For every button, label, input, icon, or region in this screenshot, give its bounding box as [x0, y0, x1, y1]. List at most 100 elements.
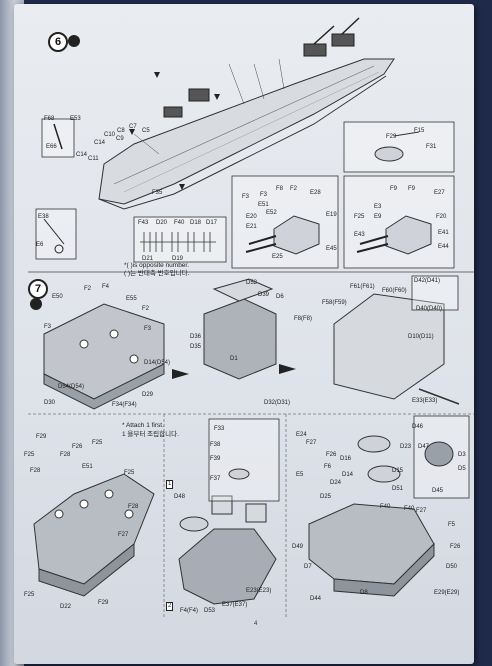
part-label: E20	[246, 214, 257, 220]
part-label: F25	[24, 592, 35, 598]
part-label: F29	[36, 434, 47, 440]
part-label: E53	[70, 116, 81, 122]
part-label: F29	[386, 134, 397, 140]
opposite-number-note: *( )is opposite number.	[124, 262, 190, 269]
part-label: D35	[190, 344, 202, 350]
part-label: E9	[374, 214, 382, 220]
part-label: F31	[426, 144, 437, 150]
sub-step-2-tag: 2	[166, 602, 174, 611]
part-label: F35	[152, 190, 163, 196]
part-label: E51	[258, 202, 269, 208]
part-label: F25	[124, 470, 135, 476]
step-7-number: 7	[28, 279, 48, 299]
part-label: F3	[44, 324, 52, 330]
part-label: D16	[340, 456, 352, 462]
part-label: E6	[36, 242, 44, 248]
part-label: D48	[174, 494, 186, 500]
part-label: D50	[446, 564, 458, 570]
part-label: F37	[210, 476, 221, 482]
part-label: D36	[190, 334, 202, 340]
part-label: F26	[450, 544, 461, 550]
part-label: F27	[416, 508, 427, 514]
part-label: E28	[310, 190, 321, 196]
part-label: D23	[400, 444, 412, 450]
part-label: F43	[138, 220, 149, 226]
part-label: F3	[242, 194, 250, 200]
part-label: E55	[126, 296, 137, 302]
part-label: C7	[129, 124, 137, 130]
part-label: F4(F4)	[180, 608, 198, 614]
part-label: E3	[374, 204, 382, 210]
part-label: E5	[296, 472, 304, 478]
part-label: D45	[432, 488, 444, 494]
part-label: E52	[266, 210, 277, 216]
part-label: D42(D41)	[414, 278, 441, 284]
part-label: F5	[448, 522, 456, 528]
part-label: F2	[290, 186, 298, 192]
part-label: E23(E23)	[246, 588, 272, 594]
part-label: D44	[310, 596, 322, 602]
part-label: F38	[210, 442, 221, 448]
part-label: F28	[60, 452, 71, 458]
part-label: F9	[390, 186, 398, 192]
part-label: F3	[144, 326, 152, 332]
instruction-sheet: 6	[14, 4, 474, 664]
part-label: C14	[76, 152, 88, 158]
part-label: D14(D54)	[144, 360, 171, 366]
part-label: F25	[24, 452, 35, 458]
glue-icon	[68, 35, 80, 47]
part-label: D1	[230, 356, 238, 362]
part-label: D3	[458, 452, 466, 458]
part-label: F61(F61)	[350, 284, 375, 290]
part-label: F20	[436, 214, 447, 220]
part-label: F8(F8)	[294, 316, 312, 322]
part-label: D5	[458, 466, 466, 472]
part-label: D21	[142, 256, 154, 262]
step-6-number: 6	[48, 32, 68, 52]
attach-first-note-kr: 1 을부터 조립합니다.	[122, 431, 179, 438]
part-label: D30	[44, 400, 56, 406]
part-label: F29	[98, 600, 109, 606]
part-label: D18	[190, 220, 202, 226]
part-label: D8	[360, 590, 368, 596]
part-label: D39	[258, 292, 270, 298]
part-label: E50	[52, 294, 63, 300]
part-label: D32(D31)	[264, 400, 291, 406]
part-label: F26	[72, 444, 83, 450]
step6-hull-drawing	[28, 17, 474, 619]
glue-icon	[30, 298, 42, 310]
attach-first-note: * Attach 1 first.	[122, 422, 164, 429]
part-label: C8	[117, 128, 125, 134]
part-label: E44	[438, 244, 449, 250]
part-label: F60(F60)	[382, 288, 407, 294]
part-label: F9	[408, 186, 416, 192]
part-label: E33(E33)	[412, 398, 438, 404]
sub-step-1-tag: 1	[166, 480, 174, 489]
part-label: D19	[172, 256, 184, 262]
opposite-number-note-kr: ( )는 반대측 번호입니다.	[124, 270, 190, 277]
part-label: D6	[276, 294, 284, 300]
part-label: F40	[174, 220, 185, 226]
page-number: 4	[254, 621, 258, 627]
part-label: E66	[46, 144, 57, 150]
part-label: D24	[330, 480, 342, 486]
part-label: E38	[38, 214, 49, 220]
part-label: D25	[320, 494, 332, 500]
part-label: E25	[272, 254, 283, 260]
part-label: F40	[404, 506, 415, 512]
part-label: E29(E29)	[434, 590, 460, 596]
part-label: C11	[88, 156, 99, 162]
part-label: E24	[296, 432, 307, 438]
part-label: F4	[102, 284, 110, 290]
part-label: F25	[92, 440, 103, 446]
part-label: D20	[156, 220, 168, 226]
part-label: F39	[210, 456, 221, 462]
part-label: F33	[214, 426, 225, 432]
part-label: F2	[142, 306, 150, 312]
part-label: F34(F34)	[112, 402, 137, 408]
part-label: F26	[326, 452, 337, 458]
part-label: F27	[118, 532, 129, 538]
part-label: C10	[104, 132, 116, 138]
part-label: F58(F59)	[322, 300, 347, 306]
part-label: E37(E37)	[222, 602, 248, 608]
